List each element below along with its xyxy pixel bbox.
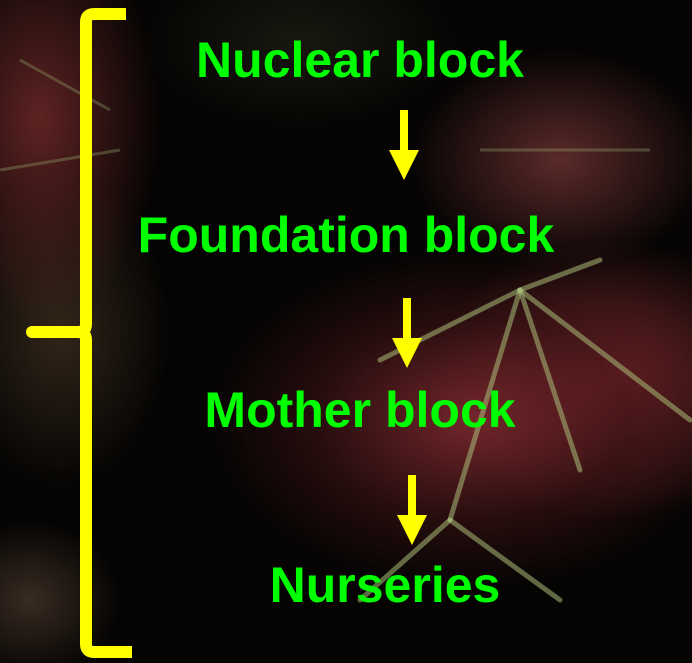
step-nuclear-block-label: Nuclear block — [35, 32, 685, 88]
step-nurseries-label: Nurseries — [90, 557, 680, 613]
arrow-down-icon — [397, 475, 427, 545]
arrow-down-icon — [389, 110, 419, 180]
arrow-down-icon — [392, 298, 422, 368]
step-foundation-block-label: Foundation block — [0, 207, 692, 263]
step-mother-block-label: Mother block — [30, 382, 690, 438]
